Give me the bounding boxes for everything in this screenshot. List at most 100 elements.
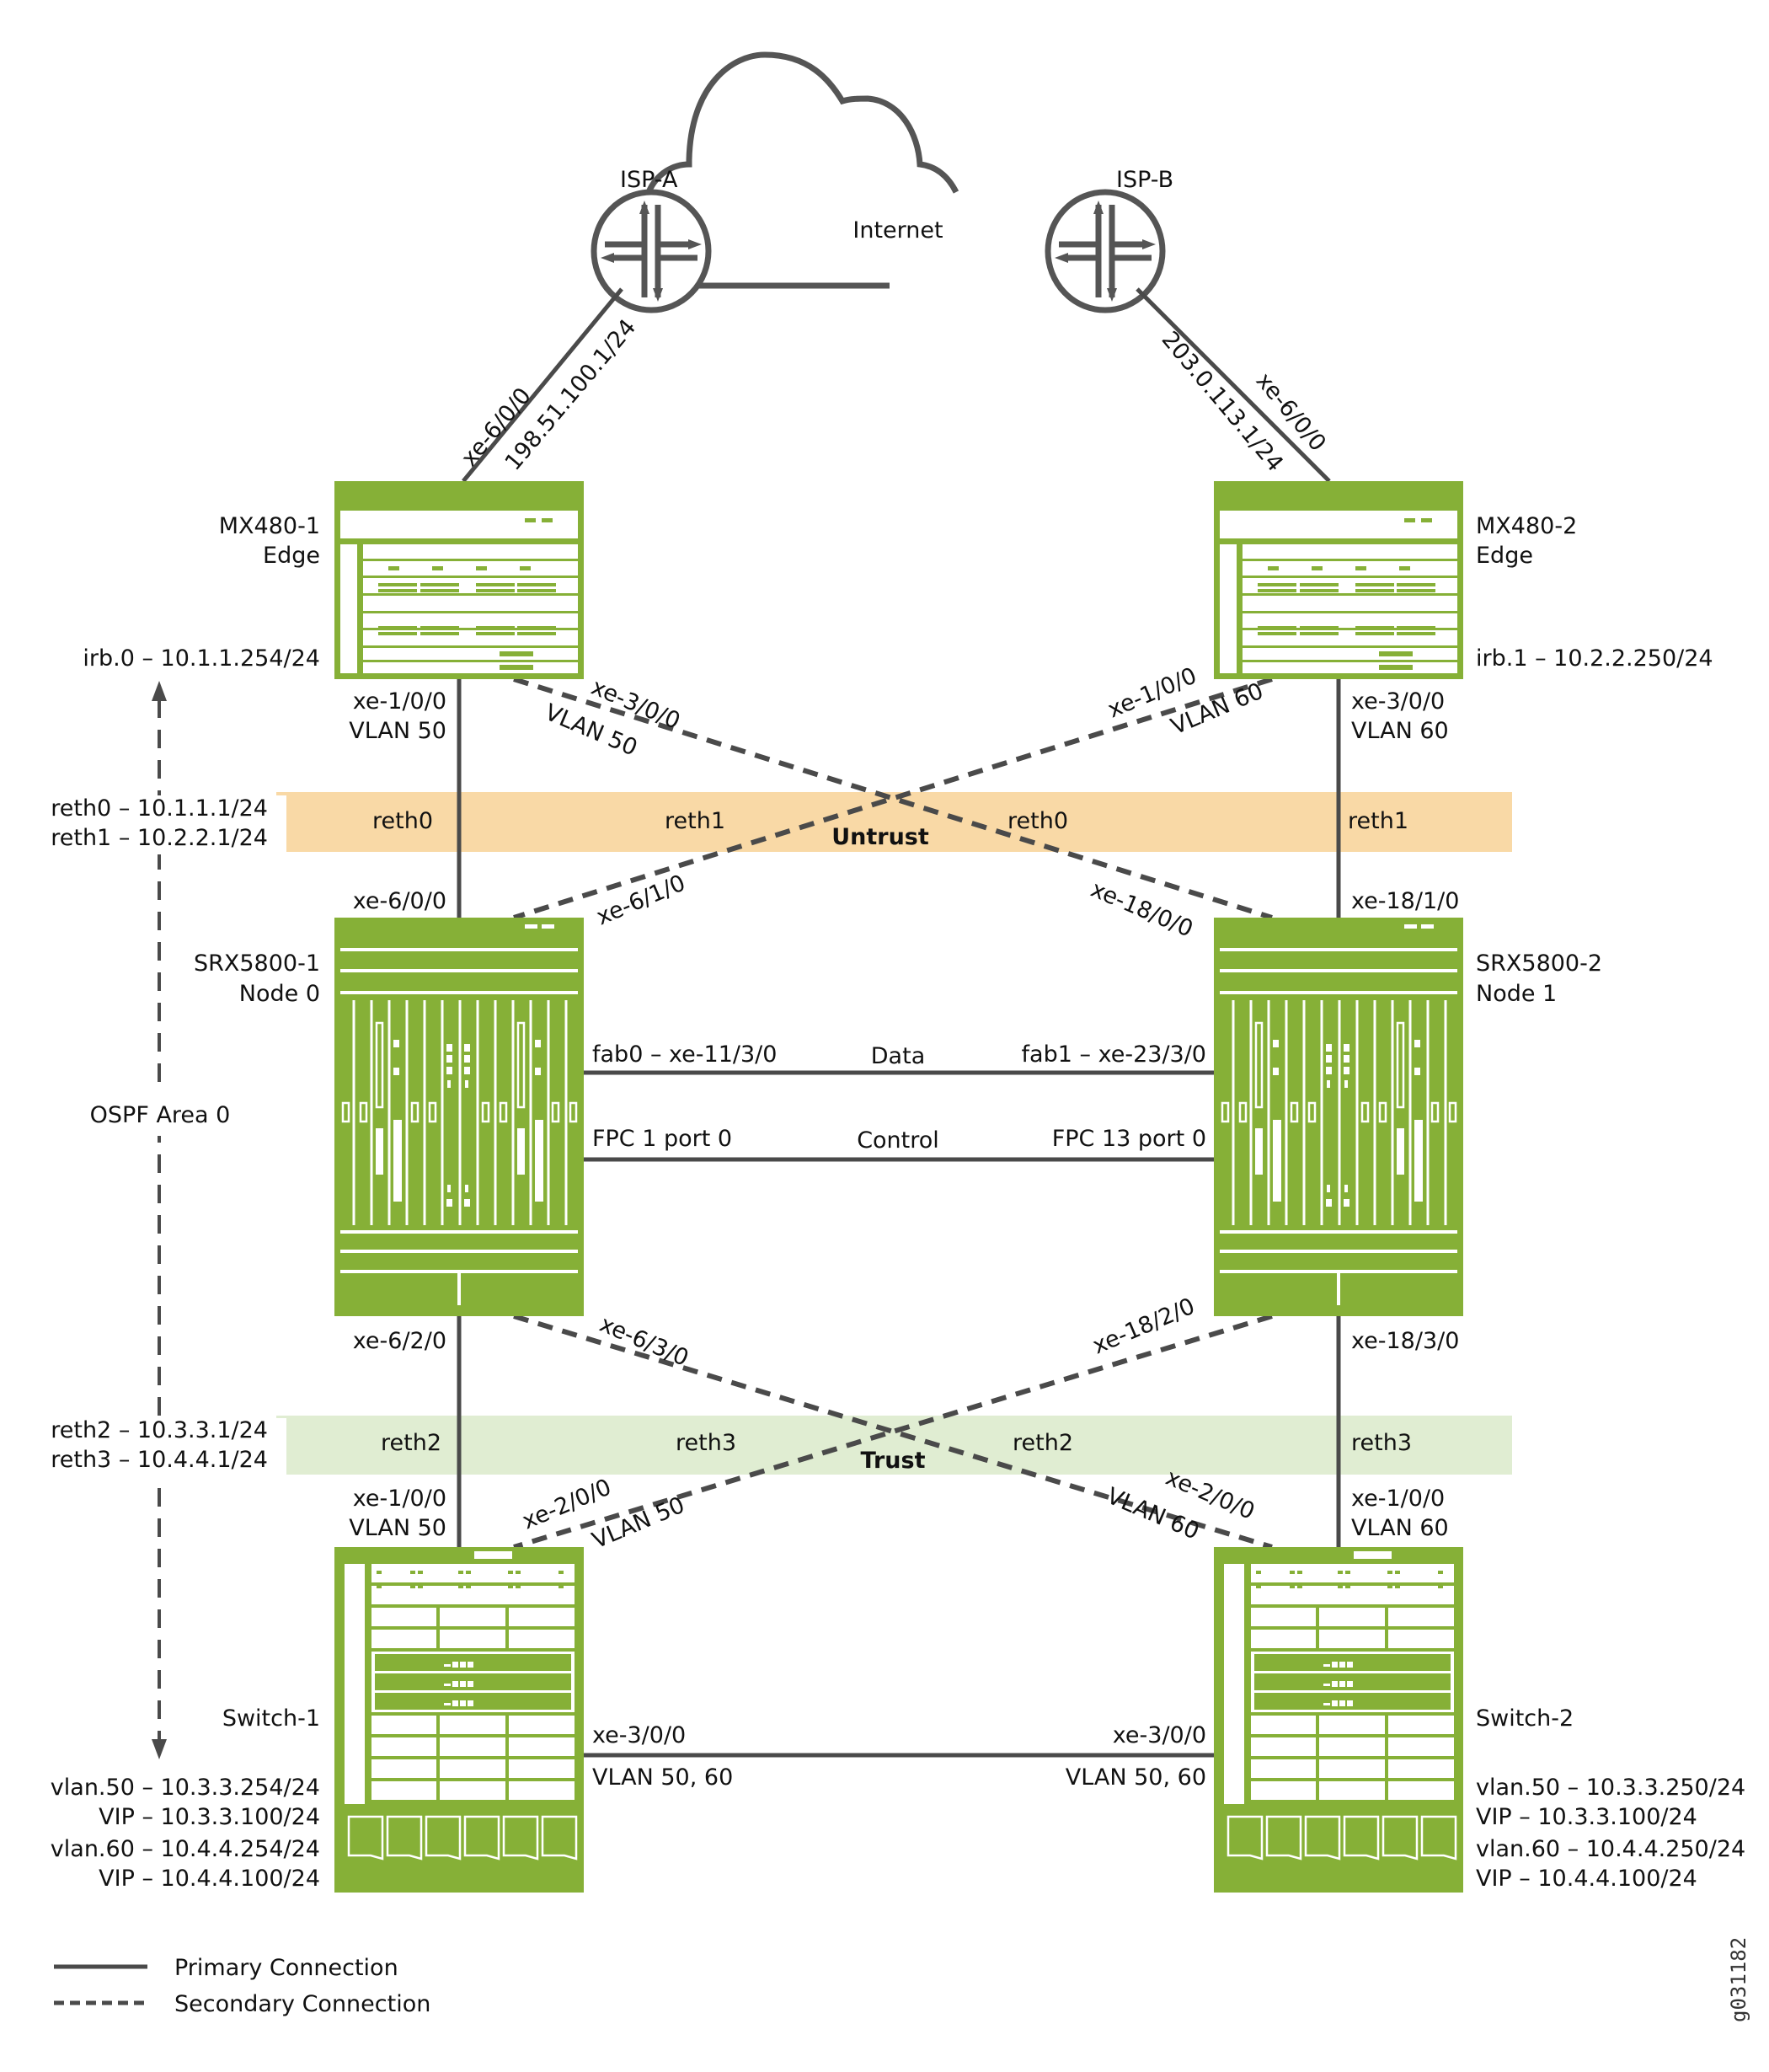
inter-switch-left-vlan: VLAN 50, 60 [592, 1764, 733, 1791]
data-link-label: Data [871, 1043, 925, 1069]
inter-switch-right-port: xe-3/0/0 [1113, 1722, 1206, 1748]
chassis-slot-detail [481, 1101, 490, 1123]
chassis-slot-detail [1347, 1662, 1353, 1668]
isp-a-router[interactable] [594, 192, 708, 310]
router-icon [594, 192, 708, 310]
cloud-icon [645, 51, 959, 194]
chassis-slot-detail [458, 1585, 463, 1588]
chassis-slot-detail [1265, 1815, 1302, 1861]
switch-1-device[interactable] [334, 1547, 584, 1893]
untrust-addr-1: reth1 – 10.2.2.1/24 [51, 825, 268, 851]
chassis-slot-detail [1323, 1664, 1330, 1667]
chassis-slot-detail [1344, 1055, 1349, 1063]
chassis-slot-detail [1395, 1585, 1400, 1588]
chassis-slot-detail [425, 1815, 462, 1861]
sw1-primary-port: xe-1/0/0 [353, 1486, 446, 1512]
chassis-slot-detail [410, 1585, 415, 1588]
chassis-slot-detail [1360, 1101, 1370, 1123]
chassis-slot-detail [460, 1681, 466, 1687]
chassis-slot-detail [460, 1662, 466, 1668]
isp-b-label: ISP-B [1116, 167, 1173, 193]
chassis-slot-detail [452, 1662, 458, 1668]
chassis-slot-detail [1326, 1055, 1332, 1063]
chassis-slot-detail [1339, 1700, 1345, 1706]
untrust-zone-band [276, 792, 1512, 852]
chassis-slot-detail [465, 1185, 468, 1192]
chassis-slot-detail [468, 1700, 473, 1706]
chassis-slot-detail [1290, 1571, 1295, 1574]
srx2-lower-primary-port: xe-18/3/0 [1351, 1328, 1459, 1354]
data-link-left-label: fab0 – xe-11/3/0 [592, 1041, 777, 1068]
chassis-slot-detail [508, 1571, 513, 1574]
chassis-slot-detail [347, 1815, 384, 1861]
switch-2-name: Switch-2 [1476, 1705, 1574, 1732]
chassis-slot-detail [1290, 1101, 1299, 1123]
uplink-left [462, 287, 623, 483]
mx480-2-device[interactable] [1214, 481, 1463, 679]
trust-reth-3: reth3 [1351, 1430, 1412, 1456]
mx480-2-role: Edge [1476, 543, 1533, 569]
srx5800-1-device[interactable] [333, 916, 585, 1318]
control-link-right-label: FPC 13 port 0 [1052, 1126, 1206, 1152]
inter-switch-right-vlan: VLAN 50, 60 [1066, 1764, 1206, 1791]
chassis-slot-detail [1273, 1040, 1279, 1047]
trust-reth-2: reth2 [1013, 1430, 1073, 1456]
chassis-slot-detail [1290, 1585, 1295, 1588]
chassis-slot-detail [1382, 1815, 1419, 1861]
chassis-slot-detail [359, 1101, 368, 1123]
sw1-primary-vlan: VLAN 50 [349, 1515, 446, 1541]
chassis-slot-detail [465, 1080, 468, 1088]
chassis-slot-detail [1326, 1067, 1332, 1074]
chassis-slot-detail [393, 1068, 399, 1075]
chassis-slot-detail [444, 1664, 451, 1667]
router-chassis-icon [334, 481, 584, 679]
chassis-slot-detail [1254, 1021, 1264, 1109]
chassis-slot-detail [377, 1571, 382, 1574]
chassis-slot-detail [1414, 1068, 1420, 1075]
chassis-slot-detail [468, 1662, 473, 1668]
srx2-lower-secondary-port: xe-18/2/0 [1089, 1293, 1199, 1360]
chassis-slot-detail [1273, 1068, 1279, 1075]
mx480-1-device[interactable] [334, 481, 584, 679]
trust-reth-1: reth3 [676, 1430, 736, 1456]
chassis-slot-detail [1395, 1571, 1400, 1574]
chassis-slot-detail [535, 1068, 541, 1075]
chassis-slot-detail [1387, 1585, 1392, 1588]
switch-1-addr-2: vlan.60 – 10.4.4.254/24 [51, 1836, 320, 1862]
chassis-slot-detail [1396, 1021, 1405, 1109]
switch-2-addr-2: vlan.60 – 10.4.4.250/24 [1476, 1836, 1745, 1862]
trust-reth-0: reth2 [381, 1430, 441, 1456]
uplink-right [1136, 287, 1331, 483]
chassis-slot-detail [551, 1101, 560, 1123]
chassis-slot-detail [1430, 1101, 1440, 1123]
arrow-up-icon [152, 681, 167, 701]
chassis-slot-detail [447, 1185, 451, 1192]
mx480-1-role: Edge [263, 543, 320, 569]
chassis-slot-detail [464, 1044, 470, 1052]
chassis-slot-detail [418, 1585, 423, 1588]
chassis-slot-detail [446, 1199, 452, 1207]
chassis-slot-detail [1238, 1101, 1248, 1123]
chassis-slot-detail [460, 1700, 466, 1706]
chassis-slot-detail [502, 1815, 539, 1861]
chassis-slot-detail [558, 1585, 564, 1588]
chassis-slot-detail [393, 1120, 402, 1202]
chassis-slot-detail [444, 1703, 451, 1705]
chassis-slot-detail [1420, 1815, 1457, 1861]
chassis-slot-detail [1448, 1101, 1457, 1123]
chassis-slot-detail [410, 1101, 420, 1123]
isp-b-router[interactable] [1048, 192, 1162, 310]
secondary-link-mx1-srx2 [513, 677, 1273, 920]
chassis-slot-detail [1414, 1120, 1423, 1202]
switch-2-device[interactable] [1214, 1547, 1463, 1893]
chassis-slot-detail [1414, 1040, 1420, 1047]
chassis-slot-detail [1339, 1681, 1345, 1687]
trust-zone-label: Trust [861, 1448, 926, 1474]
untrust-reth-3: reth1 [1348, 808, 1408, 834]
router-icon [1048, 192, 1162, 310]
mx480-2-name: MX480-2 [1476, 513, 1577, 539]
chassis-slot-detail [1332, 1662, 1338, 1668]
untrust-reth-2: reth0 [1007, 808, 1068, 834]
chassis-slot-detail [386, 1815, 423, 1861]
srx5800-2-device[interactable] [1212, 916, 1465, 1318]
